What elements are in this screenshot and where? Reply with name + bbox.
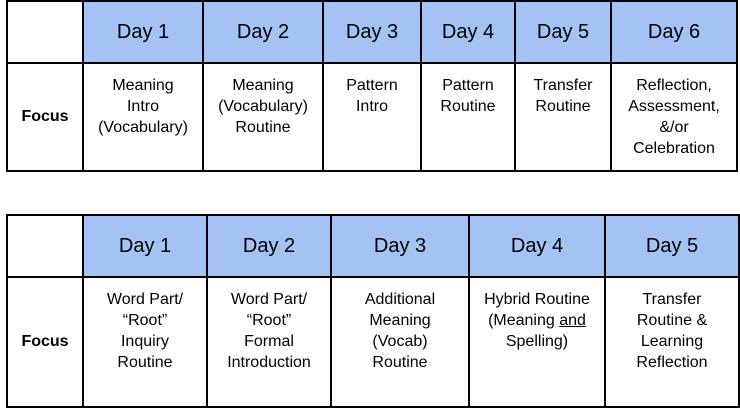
underlined-and: and — [559, 312, 586, 329]
focus-cell: Word Part/ “Root” Formal Introduction — [206, 276, 332, 408]
header-row: Day 1 Day 2 Day 3 Day 4 Day 5 Day 6 — [6, 0, 738, 64]
focus-cell: Pattern Routine — [420, 62, 516, 172]
focus-cell-text: Hybrid Routine (Meaning — [484, 291, 590, 329]
day-header: Day 5 — [514, 0, 612, 64]
focus-row: Focus Word Part/ “Root” Inquiry Routine … — [6, 276, 740, 408]
focus-cell: Pattern Intro — [322, 62, 422, 172]
focus-cell: Word Part/ “Root” Inquiry Routine — [82, 276, 208, 408]
focus-cell: Additional Meaning (Vocab) Routine — [330, 276, 470, 408]
focus-row: Focus Meaning Intro (Vocabulary) Meaning… — [6, 62, 738, 172]
focus-cell: Meaning (Vocabulary) Routine — [202, 62, 324, 172]
five-day-schedule-table: Day 1 Day 2 Day 3 Day 4 Day 5 Focus Word… — [6, 214, 740, 408]
day-header: Day 3 — [322, 0, 422, 64]
day-header: Day 4 — [420, 0, 516, 64]
focus-cell: Hybrid Routine (Meaning and Spelling) — [468, 276, 606, 408]
day-header: Day 3 — [330, 214, 470, 278]
corner-cell — [6, 214, 84, 278]
day-header: Day 4 — [468, 214, 606, 278]
day-header: Day 6 — [610, 0, 738, 64]
row-label-focus: Focus — [6, 62, 84, 172]
header-row: Day 1 Day 2 Day 3 Day 4 Day 5 — [6, 214, 740, 278]
focus-cell: Transfer Routine — [514, 62, 612, 172]
focus-cell: Transfer Routine & Learning Reflection — [604, 276, 740, 408]
six-day-schedule-table: Day 1 Day 2 Day 3 Day 4 Day 5 Day 6 Focu… — [6, 0, 738, 172]
corner-cell — [6, 0, 84, 64]
focus-cell: Meaning Intro (Vocabulary) — [82, 62, 204, 172]
day-header: Day 2 — [206, 214, 332, 278]
day-header: Day 1 — [82, 214, 208, 278]
row-label-focus: Focus — [6, 276, 84, 408]
focus-cell: Reflection, Assessment, &/or Celebration — [610, 62, 738, 172]
day-header: Day 5 — [604, 214, 740, 278]
day-header: Day 2 — [202, 0, 324, 64]
day-header: Day 1 — [82, 0, 204, 64]
focus-cell-text: Spelling) — [505, 333, 569, 350]
